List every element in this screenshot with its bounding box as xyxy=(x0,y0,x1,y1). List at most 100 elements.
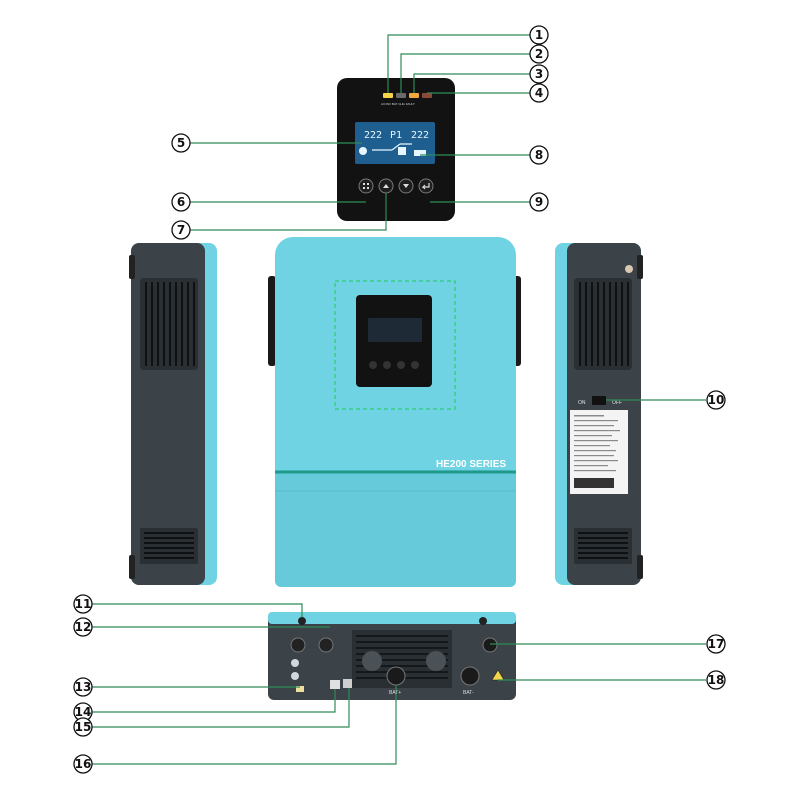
front-lcd xyxy=(368,318,422,342)
bottom-screw-left xyxy=(298,617,306,625)
bat-plus-terminal xyxy=(386,666,406,686)
switch-off-label: OFF xyxy=(612,400,622,406)
enter-icon xyxy=(421,183,430,190)
callout-15: 15 xyxy=(73,717,93,737)
bat-plus-label: BAT+ xyxy=(389,690,401,696)
left-side-bottom-foot xyxy=(129,555,135,579)
right-side-bottom-foot xyxy=(637,555,643,579)
usb-port xyxy=(296,686,304,692)
callout-3: 3 xyxy=(529,64,549,84)
bms-port xyxy=(343,679,355,688)
right-side-screw xyxy=(625,265,633,273)
enter-button[interactable] xyxy=(418,178,434,194)
fan-left-icon xyxy=(362,651,382,671)
svg-text:AC/INV BAT CHG FAULT: AC/INV BAT CHG FAULT xyxy=(381,102,415,106)
pv-terminal-2 xyxy=(291,672,299,680)
ac-in-terminal xyxy=(290,637,306,653)
left-handle xyxy=(268,276,276,366)
fan-right-icon xyxy=(426,651,446,671)
callout-17: 17 xyxy=(706,634,726,654)
svg-text:6: 6 xyxy=(177,195,185,209)
callout-9: 9 xyxy=(529,192,549,212)
callout-6: 6 xyxy=(171,192,191,212)
lcd-flow-icon xyxy=(372,143,412,151)
svg-text:1: 1 xyxy=(535,28,543,42)
callout-11: 11 xyxy=(73,594,93,614)
lcd-right-value: 222 xyxy=(411,130,429,141)
menu-icon xyxy=(363,183,369,189)
bat-minus-terminal xyxy=(460,666,480,686)
left-side-view xyxy=(129,243,217,585)
led-1-icon xyxy=(383,93,393,98)
callout-2: 2 xyxy=(529,44,549,64)
right-side-view: ON OFF xyxy=(555,243,643,585)
bottom-view: BAT+ BAT- xyxy=(268,612,516,700)
front-button-4[interactable] xyxy=(411,361,419,369)
panel-highlight-box xyxy=(334,280,456,410)
led-3-icon xyxy=(409,93,419,98)
menu-button[interactable] xyxy=(358,178,374,194)
callout-10: 10 xyxy=(706,390,726,410)
front-button-1[interactable] xyxy=(369,361,377,369)
front-lower-cover xyxy=(275,470,516,587)
svg-text:7: 7 xyxy=(177,223,185,237)
power-switch[interactable] xyxy=(592,396,606,405)
svg-text:8: 8 xyxy=(535,148,543,162)
right-side-top-foot xyxy=(637,255,643,279)
svg-text:14: 14 xyxy=(75,705,92,719)
svg-text:3: 3 xyxy=(535,67,543,81)
callout-16: 16 xyxy=(73,754,93,774)
svg-text:12: 12 xyxy=(75,620,92,634)
barcode xyxy=(574,478,614,488)
left-vent-slats xyxy=(145,282,195,366)
callout-12: 12 xyxy=(73,617,93,637)
pv-terminal-1 xyxy=(291,659,299,667)
rs232-port xyxy=(330,680,340,689)
up-arrow-icon xyxy=(383,184,389,188)
callout-13: 13 xyxy=(73,677,93,697)
callout-badges: 1 2 3 4 5 6 7 8 9 10 11 12 13 14 15 16 1… xyxy=(73,25,726,774)
callout-18: 18 xyxy=(706,670,726,690)
lcd-mode-value: P1 xyxy=(390,130,402,141)
callout-1: 1 xyxy=(529,25,549,45)
led-4-icon xyxy=(422,93,432,98)
lcd-battery-icon xyxy=(414,150,426,156)
svg-text:18: 18 xyxy=(708,673,725,687)
callout-7: 7 xyxy=(171,220,191,240)
front-button-3[interactable] xyxy=(397,361,405,369)
lcd-left-value: 222 xyxy=(364,130,382,141)
grounding-terminal xyxy=(482,637,498,653)
control-panel-closeup: AC/INV BAT CHG FAULT 222 P1 222 xyxy=(337,78,455,221)
svg-text:2: 2 xyxy=(535,47,543,61)
spec-label-lines xyxy=(574,415,620,472)
right-vent-dots xyxy=(578,532,628,559)
svg-text:16: 16 xyxy=(75,757,92,771)
callout-lines xyxy=(92,34,706,765)
callout-4: 4 xyxy=(529,83,549,103)
bottom-screw-right xyxy=(479,617,487,625)
series-label: HE200 SERIES xyxy=(436,459,506,470)
right-vent-slats xyxy=(579,282,629,366)
callout-8: 8 xyxy=(529,145,549,165)
bottom-teal-edge xyxy=(268,612,516,624)
left-vent-dots xyxy=(144,532,194,559)
svg-text:17: 17 xyxy=(708,637,725,651)
down-arrow-icon xyxy=(403,184,409,188)
svg-text:15: 15 xyxy=(75,720,92,734)
svg-text:9: 9 xyxy=(535,195,543,209)
svg-text:4: 4 xyxy=(535,86,543,100)
callout-5: 5 xyxy=(171,133,191,153)
svg-text:13: 13 xyxy=(75,680,92,694)
svg-text:10: 10 xyxy=(708,393,725,407)
left-side-top-foot xyxy=(129,255,135,279)
lcd-screen xyxy=(355,122,435,164)
svg-text:11: 11 xyxy=(75,597,92,611)
svg-text:5: 5 xyxy=(177,136,185,150)
switch-on-label: ON xyxy=(578,400,586,406)
lcd-home-icon xyxy=(398,147,406,155)
ac-out-terminal xyxy=(318,637,334,653)
front-view: HE200 SERIES xyxy=(268,237,521,587)
front-button-2[interactable] xyxy=(383,361,391,369)
lcd-pv-icon xyxy=(359,147,367,155)
